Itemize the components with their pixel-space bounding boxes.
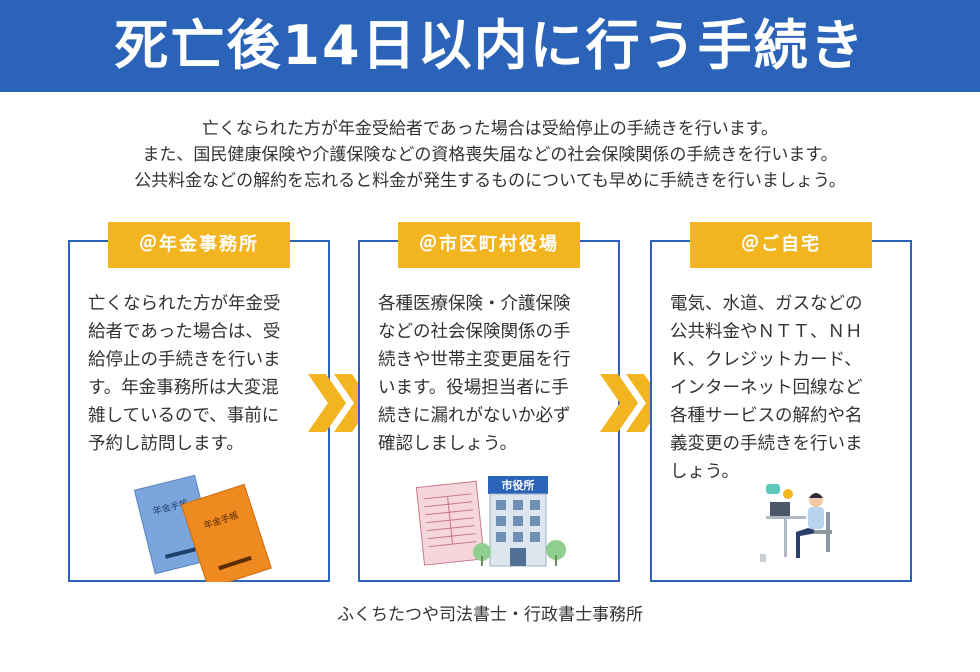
intro-line: また、国民健康保険や介護保険などの資格喪失届などの社会保険関係の手続きを行います… xyxy=(142,145,838,165)
panel-body-city-office: 各種医療保険・介護保険 などの社会保険関係の手 続きや世帯主変更届を行 います。… xyxy=(378,290,610,458)
body-line: Ｋ、クレジットカード、 xyxy=(670,350,862,370)
body-line: 電気、水道、ガスなどの xyxy=(670,294,863,314)
body-line: などの社会保険関係の手 xyxy=(378,322,571,342)
body-line: 給停止の手続きを行いま xyxy=(88,350,281,370)
header-bar xyxy=(0,0,980,92)
intro-line: 亡くなられた方が年金受給者であった場合は受給停止の手続きを行います。 xyxy=(201,119,779,139)
pension-book-illustration: 年金手帳 年金手帳 xyxy=(132,462,272,582)
panel-city-office xyxy=(358,240,620,582)
body-line: 雑しているので、事前に xyxy=(88,406,280,426)
body-line: います。役場担当者に手 xyxy=(378,378,569,398)
panel-label-pension-office: ＠年金事務所 xyxy=(108,222,290,268)
body-line: 給者であった場合は、受 xyxy=(88,322,281,342)
body-line: 義変更の手続きを行いま xyxy=(670,434,863,454)
footer-office-name: ふくちたつや司法書士・行政書士事務所 xyxy=(337,605,643,625)
panel-body-pension-office: 亡くなられた方が年金受 給者であった場合は、受 給停止の手続きを行いま す。年金… xyxy=(88,290,320,458)
city-office-illustration: 市役所 xyxy=(412,470,572,572)
body-line: す。年金事務所は大変混 xyxy=(88,378,279,398)
page-title: 死亡後14日以内に行う手続き xyxy=(114,14,866,77)
panel-body-home: 電気、水道、ガスなどの 公共料金やＮＴＴ、ＮＨ Ｋ、クレジットカード、 インター… xyxy=(670,290,902,486)
body-line: 亡くなられた方が年金受 xyxy=(88,294,281,314)
body-line: 続きや世帯主変更届を行 xyxy=(378,350,571,370)
body-line: インターネット回線など xyxy=(670,378,863,398)
body-line: 続きに漏れがないか必ず xyxy=(378,406,571,426)
city-office-sign: 市役所 xyxy=(502,478,535,492)
intro-line: 公共料金などの解約を忘れると料金が発生するものについても早めに手続きを行いましょ… xyxy=(134,171,846,191)
person-at-computer-illustration xyxy=(756,476,846,566)
intro-text: 亡くなられた方が年金受給者であった場合は受給停止の手続きを行います。 また、国民… xyxy=(40,116,940,194)
panel-label-city-office: ＠市区町村役場 xyxy=(398,222,580,268)
body-line: しょう。 xyxy=(670,462,739,482)
body-line: 各種医療保険・介護保険 xyxy=(378,294,571,314)
body-line: 公共料金やＮＴＴ、ＮＨ xyxy=(670,322,863,342)
body-line: 確認しましょう。 xyxy=(378,434,517,454)
panel-label-home: ＠ご自宅 xyxy=(690,222,872,268)
body-line: 予約し訪問します。 xyxy=(88,434,244,454)
body-line: 各種サービスの解約や名 xyxy=(670,406,863,426)
